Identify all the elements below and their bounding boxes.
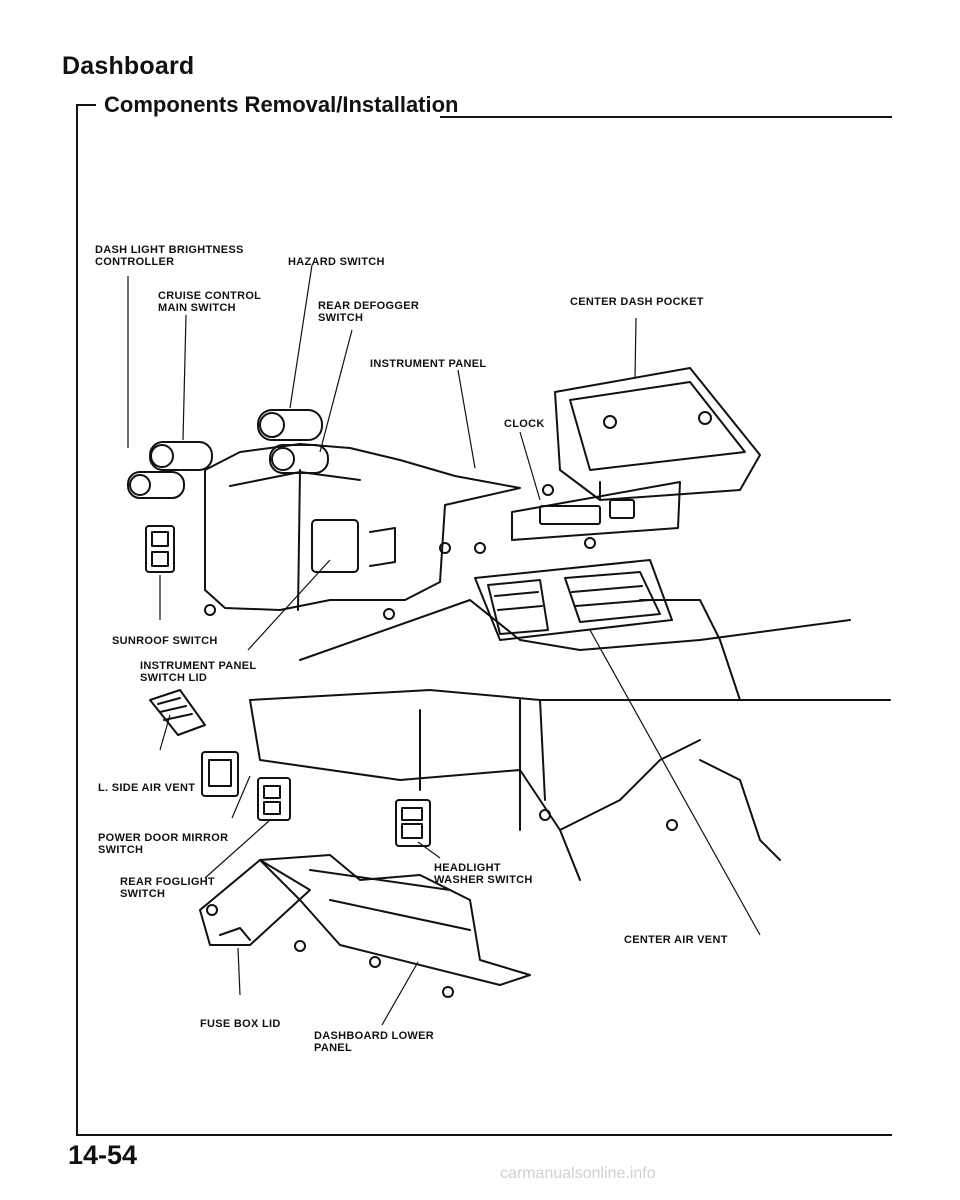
watermark: carmanualsonline.info [500, 1165, 656, 1182]
frame-left-rule [76, 104, 78, 1134]
section-subtitle: Components Removal/Installation [104, 92, 459, 117]
label-rear-defogger: REAR DEFOGGER SWITCH [318, 300, 420, 324]
fuse-box-lid [199, 859, 311, 946]
label-instrument-panel: INSTRUMENT PANEL [370, 358, 487, 370]
sunroof-switch [145, 525, 175, 573]
label-sunroof-switch: SUNROOF SWITCH [112, 635, 218, 647]
label-fuse-box-lid: FUSE BOX LID [200, 1018, 281, 1030]
frame-top-left-tick [76, 104, 96, 106]
frame-bottom-rule [76, 1134, 892, 1136]
label-side-air-vent: L. SIDE AIR VENT [98, 782, 196, 794]
label-switch-lid: INSTRUMENT PANEL SWITCH LID [140, 660, 257, 684]
dashboard-body [299, 599, 851, 661]
label-dash-light-controller: DASH LIGHT BRIGHTNESS CONTROLLER [95, 244, 244, 268]
page-title: Dashboard [62, 52, 195, 80]
l-side-air-vent [149, 689, 206, 736]
center-air-vent [474, 559, 673, 641]
label-power-door-mirror: POWER DOOR MIRROR SWITCH [98, 832, 229, 856]
dashboard-lower-panel [259, 854, 531, 986]
instrument-panel-switch-lid [311, 519, 359, 573]
label-center-air-vent: CENTER AIR VENT [624, 934, 728, 946]
label-cruise-control: CRUISE CONTROL MAIN SWITCH [158, 290, 262, 314]
hazard-switch [257, 409, 323, 441]
rear-defogger-switch [269, 444, 329, 474]
dash-light-controller [127, 471, 185, 499]
clock-trim-panel [511, 481, 681, 541]
rear-foglight-switch [257, 777, 291, 821]
instrument-panel-housing [204, 443, 521, 611]
power-door-mirror-switch [201, 751, 239, 797]
headlight-washer-switch [395, 799, 431, 847]
frame-top-rule [440, 116, 892, 118]
label-rear-foglight: REAR FOGLIGHT SWITCH [120, 876, 215, 900]
label-headlight-washer: HEADLIGHT WASHER SWITCH [434, 862, 533, 886]
label-center-dash-pocket: CENTER DASH POCKET [570, 296, 704, 308]
page-number: 14-54 [68, 1140, 138, 1170]
label-hazard-switch: HAZARD SWITCH [288, 256, 385, 268]
label-clock: CLOCK [504, 418, 545, 430]
label-dashboard-lower-panel: DASHBOARD LOWER PANEL [314, 1030, 434, 1054]
